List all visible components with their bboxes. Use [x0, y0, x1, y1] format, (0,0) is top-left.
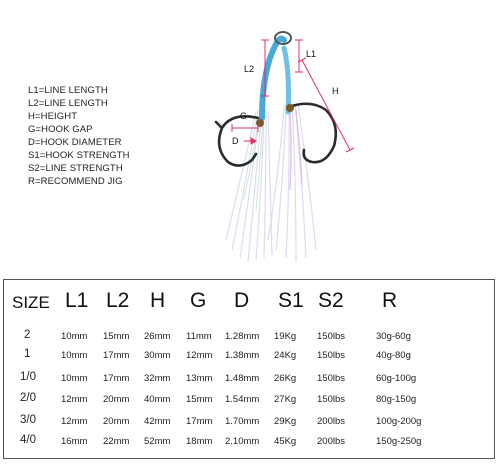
product-figure: L1 L2 H G D L1=LINE LENGTH L2=LINE LENGT… [28, 31, 355, 263]
table-header: SIZE L1 L2 H G D S1 S2 R [4, 289, 494, 321]
cell-g: 18mm [186, 436, 213, 447]
cell-s2: 150lbs [317, 373, 345, 384]
cell-s2: 200lbs [317, 416, 345, 427]
header-l2: L2 [106, 289, 130, 312]
left-braid-loop [259, 35, 287, 121]
table-row: 1 10mm 17mm 30mm 12mm 1.38mm 24Kg 150lbs 40g-80g [4, 348, 494, 368]
cell-s2: 150lbs [317, 394, 345, 405]
cell-r: 100g-200g [376, 416, 422, 427]
cell-s2: 150lbs [317, 350, 345, 361]
cell-r: 60g-100g [376, 373, 417, 384]
cell-l1: 12mm [61, 394, 88, 405]
cell-l2: 17mm [103, 373, 130, 384]
cell-d: 1.28mm [225, 331, 260, 342]
right-skirt-shine [289, 109, 303, 191]
cell-d: 1.54mm [225, 394, 260, 405]
table-row: 3/0 12mm 20mm 42mm 17mm 1.70mm 29Kg 200lbs 100g-… [4, 414, 494, 434]
cell-l1: 12mm [61, 416, 88, 427]
cell-h: 40mm [144, 394, 171, 405]
dimension-label-l2: L2 [244, 64, 255, 74]
solid-ring [274, 31, 292, 45]
dimension-label-h: H [332, 86, 339, 96]
assist-hook-illustration [214, 31, 355, 263]
header-size: SIZE [12, 293, 50, 312]
cell-size: 2/0 [20, 392, 36, 404]
left-hook-eye [256, 119, 264, 127]
cell-h: 30mm [144, 350, 171, 361]
dimension-label-d: D [232, 136, 239, 146]
cell-g: 15mm [186, 394, 213, 405]
cell-s2: 200lbs [317, 436, 345, 447]
cell-l2: 17mm [103, 350, 130, 361]
cell-l1: 10mm [61, 350, 88, 361]
legend-item: G=HOOK GAP [28, 124, 93, 135]
table-row: 2 10mm 15mm 26mm 11mm 1.28mm 19Kg 150lbs 30g-60g [4, 329, 494, 349]
cell-g: 11mm [186, 331, 212, 342]
header-r: R [382, 289, 398, 312]
header-s1: S1 [278, 289, 304, 312]
legend-item: D=HOOK DIAMETER [28, 137, 122, 148]
cell-l1: 16mm [61, 436, 88, 447]
left-hook [214, 115, 260, 167]
cell-l1: 10mm [61, 331, 88, 342]
cell-l1: 10mm [61, 373, 88, 384]
cell-h: 42mm [144, 416, 171, 427]
cell-d: 1.48mm [225, 373, 260, 384]
cell-h: 52mm [144, 436, 171, 447]
cell-h: 32mm [144, 373, 171, 384]
cell-g: 12mm [186, 350, 213, 361]
dimension-label-g: G [240, 111, 248, 121]
cell-size: 1 [24, 348, 31, 360]
legend-item: R=RECOMMEND JIG [28, 176, 123, 187]
cell-r: 150g-250g [376, 436, 422, 447]
cell-r: 80g-150g [376, 394, 417, 405]
header-d: D [234, 289, 250, 312]
cell-r: 30g-60g [376, 331, 411, 342]
cell-r: 40g-80g [376, 350, 411, 361]
cell-size: 1/0 [20, 371, 36, 383]
cell-s1: 24Kg [274, 350, 297, 361]
header-l1: L1 [65, 289, 89, 312]
dimension-lines [231, 39, 355, 153]
dimension-label-l1: L1 [306, 49, 317, 59]
cell-s1: 26Kg [274, 373, 297, 384]
cell-g: 13mm [186, 373, 213, 384]
cell-g: 17mm [186, 416, 213, 427]
cell-d: 1.70mm [225, 416, 260, 427]
table-row: 4/0 16mm 22mm 52mm 18mm 2.10mm 45Kg 200lbs 150g-… [4, 434, 494, 454]
legend-item: S2=LINE STRENGTH [28, 163, 123, 174]
left-skirt [225, 109, 273, 263]
cell-l2: 20mm [103, 416, 130, 427]
right-skirt [267, 103, 317, 263]
legend: L1=LINE LENGTH L2=LINE LENGTH H=HEIGHT G… [28, 84, 130, 188]
cell-s2: 150lbs [317, 331, 345, 342]
header-g: G [190, 289, 207, 312]
cell-d: 1.38mm [225, 350, 260, 361]
right-hook [290, 102, 338, 164]
cell-h: 26mm [144, 331, 171, 342]
cell-s1: 29Kg [274, 416, 297, 427]
cell-size: 4/0 [20, 434, 36, 446]
header-h: H [150, 289, 166, 312]
header-s2: S2 [318, 289, 344, 312]
cell-s1: 45Kg [274, 436, 297, 447]
cell-size: 3/0 [20, 414, 36, 426]
cell-s1: 27Kg [274, 394, 297, 405]
right-braid-loop [281, 45, 291, 115]
legend-item: L2=LINE LENGTH [28, 98, 108, 109]
cell-l2: 20mm [103, 394, 130, 405]
right-hook-eye [286, 104, 294, 112]
legend-item: S1=HOOK STRENGTH [28, 150, 130, 161]
legend-item: H=HEIGHT [28, 111, 78, 122]
cell-s1: 19Kg [274, 331, 297, 342]
cell-l2: 15mm [103, 331, 130, 342]
table-row: 2/0 12mm 20mm 40mm 15mm 1.54mm 27Kg 150lbs 80g-1… [4, 392, 494, 412]
cell-size: 2 [24, 329, 31, 341]
cell-l2: 22mm [103, 436, 130, 447]
legend-item: L1=LINE LENGTH [28, 85, 108, 96]
cell-d: 2.10mm [225, 436, 260, 447]
table-row: 1/0 10mm 17mm 32mm 13mm 1.48mm 26Kg 150lbs 60g-1… [4, 371, 494, 391]
